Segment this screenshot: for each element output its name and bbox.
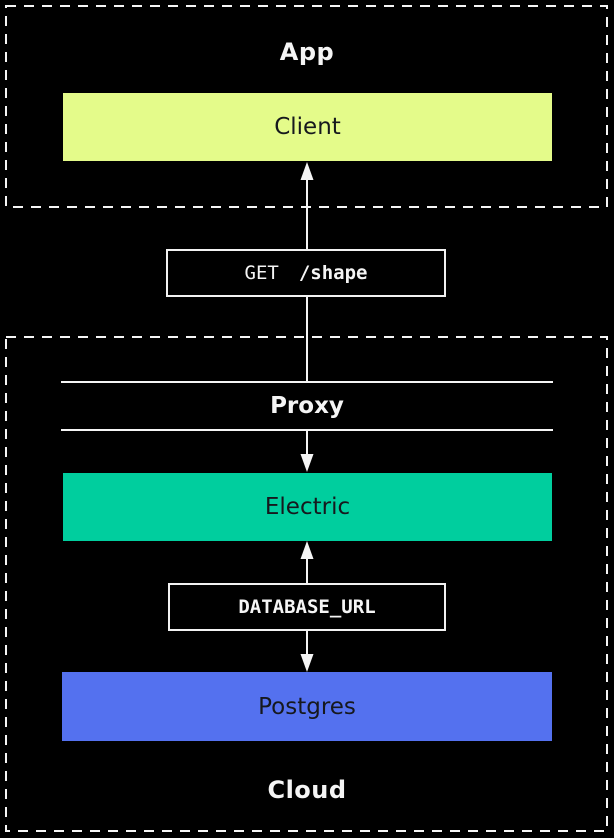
- node-client: Client: [63, 93, 552, 161]
- node-proxy-label: Proxy: [270, 393, 344, 419]
- edge-label-get-shape: GET /shape: [166, 249, 446, 297]
- arrowhead-up-electric-icon: [300, 541, 314, 559]
- cloud-group-label: Cloud: [267, 776, 347, 804]
- cloud-group-border: [5, 336, 608, 832]
- node-postgres-label: Postgres: [258, 693, 356, 720]
- app-group-label: App: [279, 38, 335, 66]
- node-postgres: Postgres: [62, 672, 552, 741]
- node-client-label: Client: [274, 114, 341, 140]
- http-method-label: GET: [244, 262, 279, 284]
- edge-label-database-url: DATABASE_URL: [168, 583, 446, 631]
- arrowhead-down-postgres-icon: [300, 654, 314, 672]
- arrowhead-down-electric-icon: [300, 454, 314, 472]
- node-electric: Electric: [63, 473, 552, 541]
- node-electric-label: Electric: [264, 494, 351, 520]
- database-url-label: DATABASE_URL: [238, 596, 376, 618]
- http-path-label: /shape: [298, 262, 368, 284]
- arrowhead-up-client-icon: [300, 162, 314, 180]
